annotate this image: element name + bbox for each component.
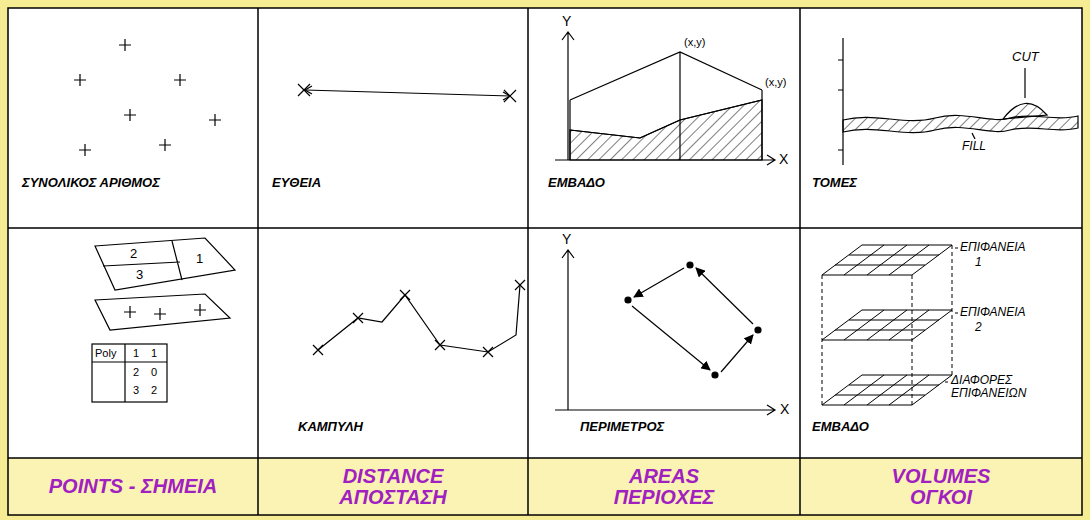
sketch-label: ΕΠΙΦΑΝΕΙΑ	[960, 306, 1026, 319]
sketch-label: 1	[151, 347, 157, 359]
sketch-label: X	[779, 152, 788, 167]
sketch-label: Poly	[95, 347, 116, 359]
sketch-label: ΔΙΑΦΟΡΕΣ ΕΠΙΦΑΝΕΙΩΝ	[951, 374, 1076, 400]
polygon-sketch	[92, 238, 235, 402]
category-cell: VOLUMES ΟΓΚΟΙ	[800, 458, 1082, 515]
cell-caption: ΕΜΒΑΔΟ	[548, 176, 605, 191]
category-label: AREAS ΠΕΡΙΟΧΕΣ	[599, 466, 729, 508]
sketch-label: X	[780, 402, 789, 417]
sketch-label: CUT	[1012, 50, 1039, 64]
sketch-label: 2	[151, 384, 157, 396]
table-cell: ΕΥΘΕΙΑ	[258, 8, 528, 228]
sketch-label: 0	[151, 366, 157, 378]
cell-caption: ΚΑΜΠΥΛΗ	[298, 420, 363, 435]
category-label: POINTS - ΣΗΜΕΙΑ	[49, 476, 217, 497]
sketch-label: 2	[975, 321, 982, 334]
table-cell: ΣΥΝΟΛΙΚΟΣ ΑΡΙΘΜΟΣ	[8, 8, 258, 228]
straight-distance	[298, 84, 516, 102]
table-cell: ΚΑΜΠΥΛΗ	[258, 228, 528, 458]
sketch-label: (x,y)	[684, 36, 705, 48]
sketch-label: 2	[130, 247, 137, 261]
sketch-label: 1	[975, 256, 982, 269]
sketch-label: (x,y)	[765, 76, 786, 88]
surface-grids	[822, 245, 958, 405]
category-label: VOLUMES ΟΓΚΟΙ	[876, 466, 1006, 508]
table-cell: ΕΜΒΑΔΟ	[800, 228, 1082, 458]
cell-caption: ΕΥΘΕΙΑ	[272, 176, 321, 191]
table-cell: ΕΜΒΑΔΟ	[528, 8, 800, 228]
sketch-label: 1	[196, 252, 203, 266]
cell-caption: ΠΕΡΙΜΕΤΡΟΣ	[580, 420, 664, 435]
cell-caption: ΕΜΒΑΔΟ	[812, 420, 869, 435]
table-cell: ΠΕΡΙΜΕΤΡΟΣ	[528, 228, 800, 458]
category-cell: AREAS ΠΕΡΙΟΧΕΣ	[528, 458, 800, 515]
sketch-label: Y	[562, 14, 571, 29]
category-cell: POINTS - ΣΗΜΕΙΑ	[8, 458, 258, 515]
sketch-label: Y	[562, 232, 571, 247]
sketch-label: 2	[133, 366, 139, 378]
category-cell: DISTANCE ΑΠΟΣΤΑΣΗ	[258, 458, 528, 515]
cross-section	[838, 38, 1078, 165]
category-label: DISTANCE ΑΠΟΣΤΑΣΗ	[328, 466, 458, 508]
point-crosses	[74, 39, 221, 156]
cell-caption: ΤΟΜΕΣ	[812, 176, 857, 191]
cell-caption: ΣΥΝΟΛΙΚΟΣ ΑΡΙΘΜΟΣ	[22, 176, 160, 191]
perimeter-sketch	[555, 250, 775, 415]
area-sketch	[555, 32, 775, 165]
table-cell: ΤΟΜΕΣ	[800, 8, 1082, 228]
sketch-label: ΕΠΙΦΑΝΕΙΑ	[960, 241, 1026, 254]
table-grid	[8, 8, 1082, 515]
sketch-label: 3	[136, 268, 143, 282]
sketch-label: 3	[133, 384, 139, 396]
sketch-label: 1	[133, 347, 139, 359]
curve-sketch	[313, 280, 525, 357]
sketch-label: FILL	[962, 140, 986, 153]
